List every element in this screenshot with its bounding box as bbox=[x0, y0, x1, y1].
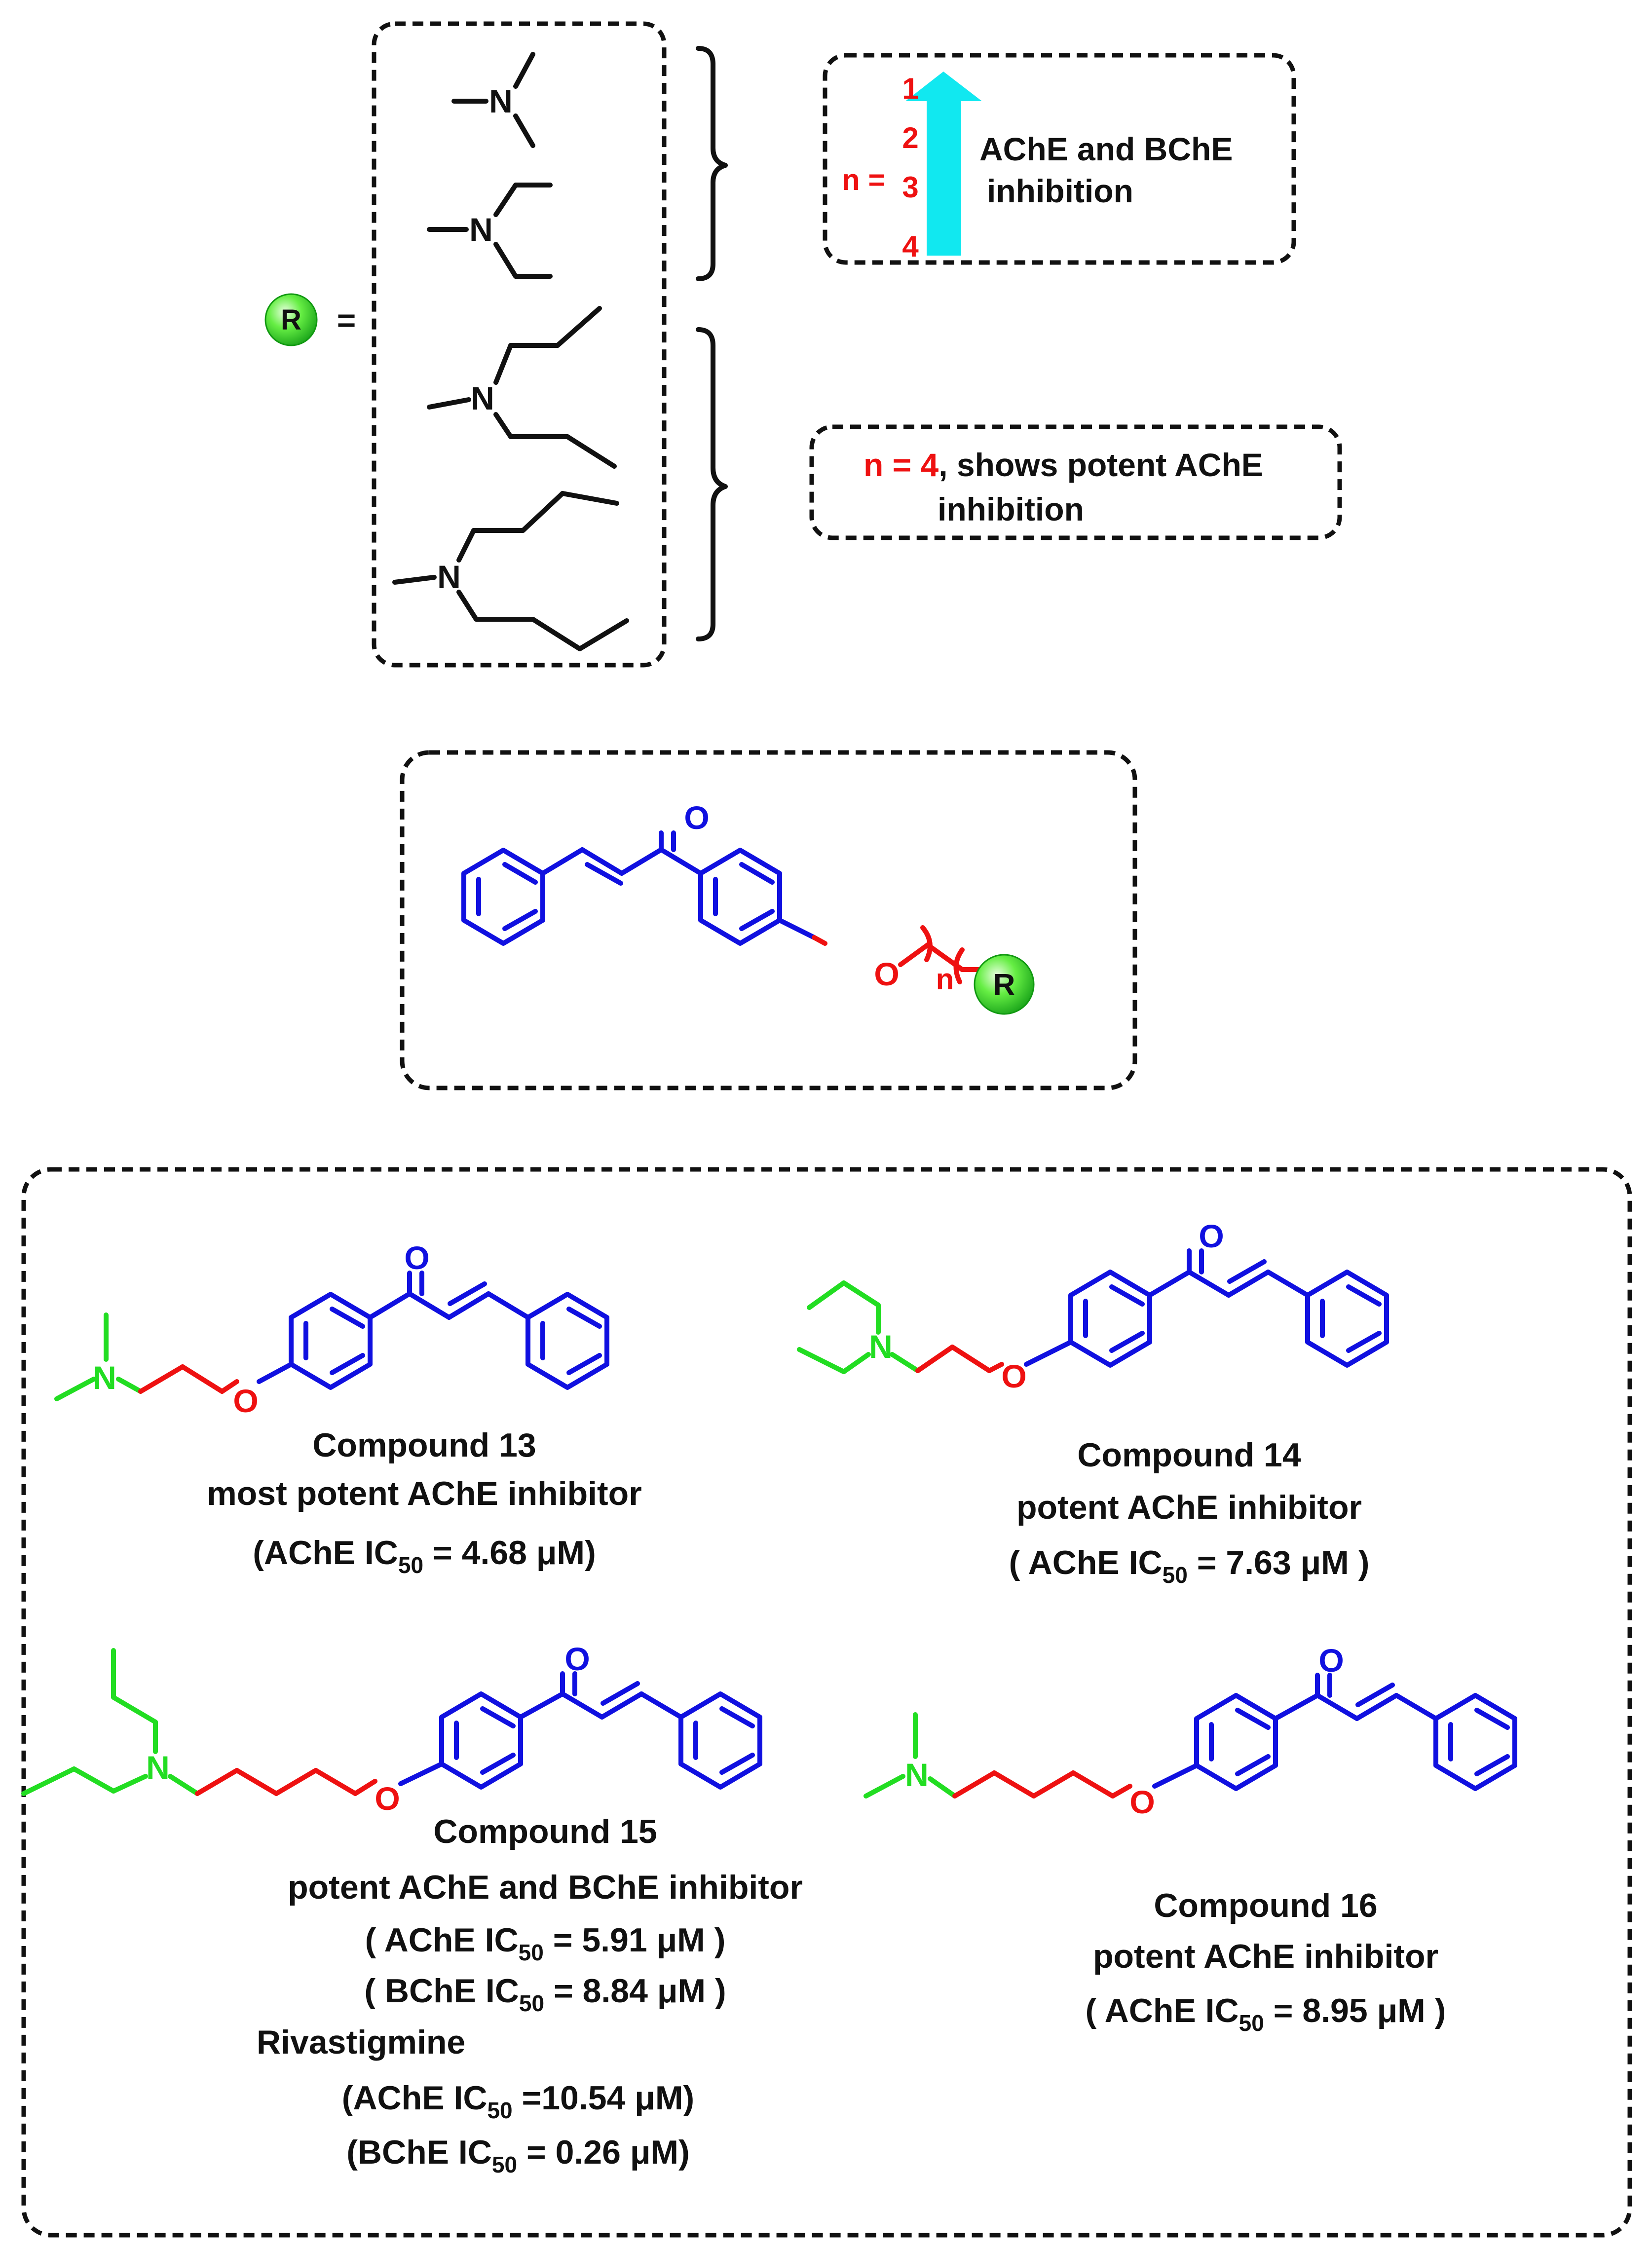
svg-text:N: N bbox=[489, 83, 513, 119]
svg-text:O: O bbox=[404, 1239, 429, 1276]
svg-text:O: O bbox=[375, 1780, 400, 1817]
svg-text:n = 4, shows potent AChE: n = 4, shows potent AChE bbox=[864, 447, 1263, 483]
svg-text:N: N bbox=[146, 1749, 170, 1786]
svg-text:O: O bbox=[1318, 1642, 1344, 1679]
trend-n-1: 1 bbox=[902, 72, 918, 105]
compound-14-structure: N O O bbox=[797, 1218, 1389, 1394]
compound-13-name: Compound 13 bbox=[312, 1426, 536, 1464]
up-arrow-icon bbox=[905, 72, 982, 256]
trend-text-line2: inhibition bbox=[987, 173, 1133, 209]
n4-text-line1: , shows potent AChE bbox=[939, 447, 1263, 483]
trend-n-3: 3 bbox=[902, 171, 918, 204]
svg-text:O: O bbox=[1199, 1218, 1224, 1254]
compound-15-name: Compound 15 bbox=[433, 1813, 657, 1850]
trend-box: n = 1 2 3 4 AChE and BChE inhibition bbox=[823, 53, 1296, 265]
n4-label: n = 4 bbox=[864, 447, 939, 483]
compound-13-description: most potent AChE inhibitor bbox=[207, 1475, 641, 1512]
carbonyl-o: O bbox=[684, 799, 709, 836]
r-group-panel: R = N N N bbox=[264, 21, 728, 668]
trend-n-label: n = bbox=[842, 163, 885, 196]
brace-lower bbox=[696, 327, 728, 641]
compound-14-caption: Compound 14 potent AChE inhibitor ( AChE… bbox=[1009, 1436, 1370, 1588]
amine-dibutyl: N bbox=[392, 491, 629, 651]
r-ball-left: R bbox=[264, 293, 318, 346]
svg-text:N: N bbox=[469, 211, 493, 248]
compound-15-description: potent AChE and BChE inhibitor bbox=[288, 1869, 803, 1906]
svg-text:N: N bbox=[905, 1757, 929, 1793]
r-group-box bbox=[372, 21, 667, 668]
amine-dipropyl: N bbox=[427, 306, 617, 469]
compound-13-ic50-ache: (AChE IC50 = 4.68 μM) bbox=[253, 1534, 596, 1578]
compounds-panel: N O O Compound 13 most po bbox=[21, 1167, 1632, 2238]
compound-16-structure: N O O bbox=[864, 1642, 1517, 1820]
rivastigmine-ic50-ache: (AChE IC50 =10.54 μM) bbox=[342, 2079, 694, 2123]
compound-14-ic50-ache: ( AChE IC50 = 7.63 μM ) bbox=[1009, 1544, 1370, 1588]
svg-text:O: O bbox=[1129, 1784, 1155, 1820]
svg-text:O: O bbox=[1001, 1358, 1026, 1394]
compound-15-ic50-bche: ( BChE IC50 = 8.84 μM ) bbox=[364, 1972, 726, 2016]
compound-15-structure: N O O bbox=[21, 1641, 762, 1817]
compound-13-caption: Compound 13 most potent AChE inhibitor (… bbox=[207, 1426, 641, 1578]
compound-14-name: Compound 14 bbox=[1077, 1436, 1301, 1474]
compound-15-caption: Compound 15 potent AChE and BChE inhibit… bbox=[288, 1813, 803, 2016]
n-subscript: n bbox=[936, 963, 954, 996]
general-structure: O O n R bbox=[400, 750, 1137, 1090]
r-ball-structure-label: R bbox=[993, 968, 1015, 1002]
r-ball-label: R bbox=[281, 304, 301, 336]
compound-14-description: potent AChE inhibitor bbox=[1016, 1489, 1362, 1526]
n4-text-line2: inhibition bbox=[938, 491, 1084, 527]
trend-n-4: 4 bbox=[902, 230, 919, 263]
rivastigmine-name: Rivastigmine bbox=[257, 2023, 465, 2061]
rivastigmine-caption: Rivastigmine (AChE IC50 =10.54 μM) (BChE… bbox=[257, 2023, 694, 2177]
compound-16-caption: Compound 16 potent AChE inhibitor ( AChE… bbox=[1086, 1887, 1446, 2036]
amine-diethyl: N bbox=[427, 183, 553, 279]
trend-text-line1: AChE and BChE bbox=[979, 131, 1233, 167]
amine-dimethyl: N bbox=[451, 52, 535, 148]
svg-text:N: N bbox=[437, 559, 461, 595]
r-equals-sign: = bbox=[337, 302, 356, 338]
brace-upper bbox=[696, 46, 728, 281]
svg-text:O: O bbox=[233, 1383, 258, 1419]
compound-15-ic50-ache: ( AChE IC50 = 5.91 μM ) bbox=[365, 1921, 726, 1965]
compound-16-name: Compound 16 bbox=[1154, 1887, 1377, 1924]
svg-text:O: O bbox=[564, 1641, 590, 1677]
compound-13-structure: N O O bbox=[54, 1239, 609, 1419]
compound-16-ic50-ache: ( AChE IC50 = 8.95 μM ) bbox=[1086, 1992, 1446, 2036]
trend-n-2: 2 bbox=[902, 121, 918, 154]
ether-o: O bbox=[874, 956, 899, 992]
n4-box: n = 4, shows potent AChE inhibition bbox=[809, 424, 1342, 540]
compound-16-description: potent AChE inhibitor bbox=[1093, 1938, 1438, 1975]
r-ball-structure bbox=[974, 954, 1035, 1015]
rivastigmine-ic50-bche: (BChE IC50 = 0.26 μM) bbox=[346, 2134, 689, 2177]
svg-text:N: N bbox=[93, 1359, 116, 1396]
svg-text:N: N bbox=[471, 380, 494, 416]
svg-text:N: N bbox=[869, 1328, 893, 1365]
